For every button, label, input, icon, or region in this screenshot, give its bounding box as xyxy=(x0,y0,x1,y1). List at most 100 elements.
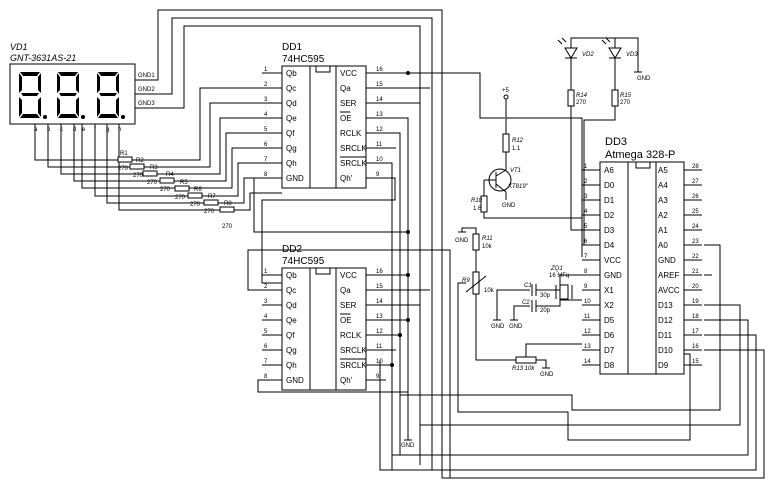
digit-2 xyxy=(57,72,85,119)
dd2-rpin-name-16: VCC xyxy=(340,271,357,280)
r13-body xyxy=(515,356,537,364)
dd1-ref: DD1 xyxy=(282,42,302,53)
shift-register-wiring: GND xyxy=(247,71,505,478)
r14-body xyxy=(567,89,575,107)
dd2-rpin-name-13: OE xyxy=(340,316,352,325)
dd2-rpin-num-15: 15 xyxy=(376,284,383,290)
dd2-notch xyxy=(315,267,331,275)
dd3-rpin-name-22: GND xyxy=(658,256,676,265)
c2-gnd-label: GND xyxy=(509,324,523,330)
dd1-rpin-name-10: SRCLK xyxy=(340,159,367,168)
r9-val: 10k xyxy=(484,288,495,294)
dd3-lpin-num-4: 4 xyxy=(584,209,588,215)
r4-val: 270 xyxy=(160,187,171,193)
dd3-lpin-name-4: D2 xyxy=(604,211,615,220)
c1-val: 30p xyxy=(540,293,551,299)
dd3-rpin-num-26: 26 xyxy=(692,194,699,200)
dd1-lpin-name-2: Qc xyxy=(286,84,296,93)
dd2-rpin-num-13: 13 xyxy=(376,314,383,320)
dd3-lpin-name-8: GND xyxy=(604,271,622,280)
dd3-rpin-name-25: A2 xyxy=(658,211,668,220)
dd1-rpin-num-10: 10 xyxy=(376,157,383,163)
vd1-display: VD1 GNT-3631AS-21 xyxy=(9,42,155,133)
dd3-rpin-name-17: D11 xyxy=(658,331,673,340)
r13-gnd-label: GND xyxy=(540,372,554,378)
r2-body xyxy=(129,163,145,170)
zq1-ref: ZQ1 xyxy=(550,266,563,272)
dd3-rpin-name-20: AVCC xyxy=(658,286,680,295)
vd2-led: VD2 xyxy=(557,37,594,59)
dd1-lpin-num-7: 7 xyxy=(264,157,268,163)
dd2-rpin-name-9: Qh' xyxy=(340,376,353,385)
dd3-lpin-name-3: D1 xyxy=(604,196,615,205)
dd3-lpin-num-5: 5 xyxy=(584,224,588,230)
dd3-lpin-name-12: D6 xyxy=(604,331,615,340)
r14-ref: R14 xyxy=(576,93,588,99)
dd2-lpin-num-4: 4 xyxy=(264,314,268,320)
dd3-rpin-name-27: A4 xyxy=(658,181,668,190)
dd1-lpin-num-8: 8 xyxy=(264,172,268,178)
r2-ref: R2 xyxy=(136,158,144,164)
dd3-lpin-num-12: 12 xyxy=(584,329,591,335)
dd1-lpin-num-4: 4 xyxy=(264,112,268,118)
dd2-lpin-num-3: 3 xyxy=(264,299,268,305)
r12-ref: R12 xyxy=(512,138,524,144)
vt1-ref: VT1 xyxy=(510,168,521,174)
dd3-rpin-num-22: 22 xyxy=(692,254,699,260)
dd1-rpin-name-14: SER xyxy=(340,99,357,108)
r5-val: 270 xyxy=(175,195,186,201)
r10-val: 1.6 xyxy=(473,206,482,212)
dd1-rpin-num-16: 16 xyxy=(376,67,383,73)
dd3-ref: DD3 xyxy=(605,136,627,148)
r13-ref: R13 10k xyxy=(512,366,535,372)
vd1-pin-b: b xyxy=(47,127,51,133)
r11-val: 10k xyxy=(482,244,493,250)
dd3-lpin-name-11: D5 xyxy=(604,316,615,325)
led-gnd-label: GND xyxy=(637,76,651,82)
vd1-gnd3-label: GND3 xyxy=(138,101,155,107)
r9-body xyxy=(472,271,480,295)
dd3-rpin-name-26: A3 xyxy=(658,196,668,205)
vd1-gnd2-label: GND2 xyxy=(138,87,155,93)
dd3-rpin-name-21: AREF xyxy=(658,271,679,280)
dd3-lpin-name-7: VCC xyxy=(604,256,621,265)
dd3-lpin-name-14: D8 xyxy=(604,361,615,370)
r3-val: 270 xyxy=(147,180,158,186)
dd1-rpin-num-12: 12 xyxy=(376,127,383,133)
r14-val: 270 xyxy=(576,100,587,106)
dd1-rpin-num-11: 11 xyxy=(376,142,383,148)
dd3-rpin-name-28: A5 xyxy=(658,166,668,175)
dd1-rpin-num-9: 9 xyxy=(376,172,380,178)
vd1-pin-e: e xyxy=(82,127,86,133)
dd3-rpin-num-23: 23 xyxy=(692,239,699,245)
dd2-rpin-num-11: 11 xyxy=(376,344,383,350)
dd3-lpin-num-3: 3 xyxy=(584,194,588,200)
r6-body xyxy=(187,192,203,199)
dd1-lpin-num-5: 5 xyxy=(264,127,268,133)
r1-val: 270 xyxy=(118,166,129,172)
vt1-gnd-label: GND xyxy=(502,203,516,209)
vt1-part: KT819" xyxy=(508,184,529,190)
vd1-pin-d: d xyxy=(73,127,76,133)
r12-val: 1.1 xyxy=(512,146,521,152)
dd3-rpin-num-24: 24 xyxy=(692,224,699,230)
r7-ref: R7 xyxy=(208,194,216,200)
c1-gnd-label: GND xyxy=(491,324,505,330)
dd3-rpin-name-15: D9 xyxy=(658,361,669,370)
dd3-notch xyxy=(635,161,651,169)
dd3-part: Atmega 328-P xyxy=(605,149,675,161)
r8-ref: R8 xyxy=(224,201,232,207)
dd2-lpin-num-7: 7 xyxy=(264,359,268,365)
dd3-rpin-num-21: 21 xyxy=(692,269,699,275)
dd1-rpin-name-16: VCC xyxy=(340,69,357,78)
dd2-lpin-name-2: Qc xyxy=(286,286,296,295)
dd3-rpin-name-19: D13 xyxy=(658,301,673,310)
vd3-ref: VD3 xyxy=(626,52,638,58)
dd3-lpin-num-1: 1 xyxy=(584,164,588,170)
digit-3 xyxy=(97,72,125,119)
dd3-rpin-num-20: 20 xyxy=(692,284,699,290)
r6-ref: R6 xyxy=(194,187,202,193)
r15-val: 270 xyxy=(620,100,631,106)
